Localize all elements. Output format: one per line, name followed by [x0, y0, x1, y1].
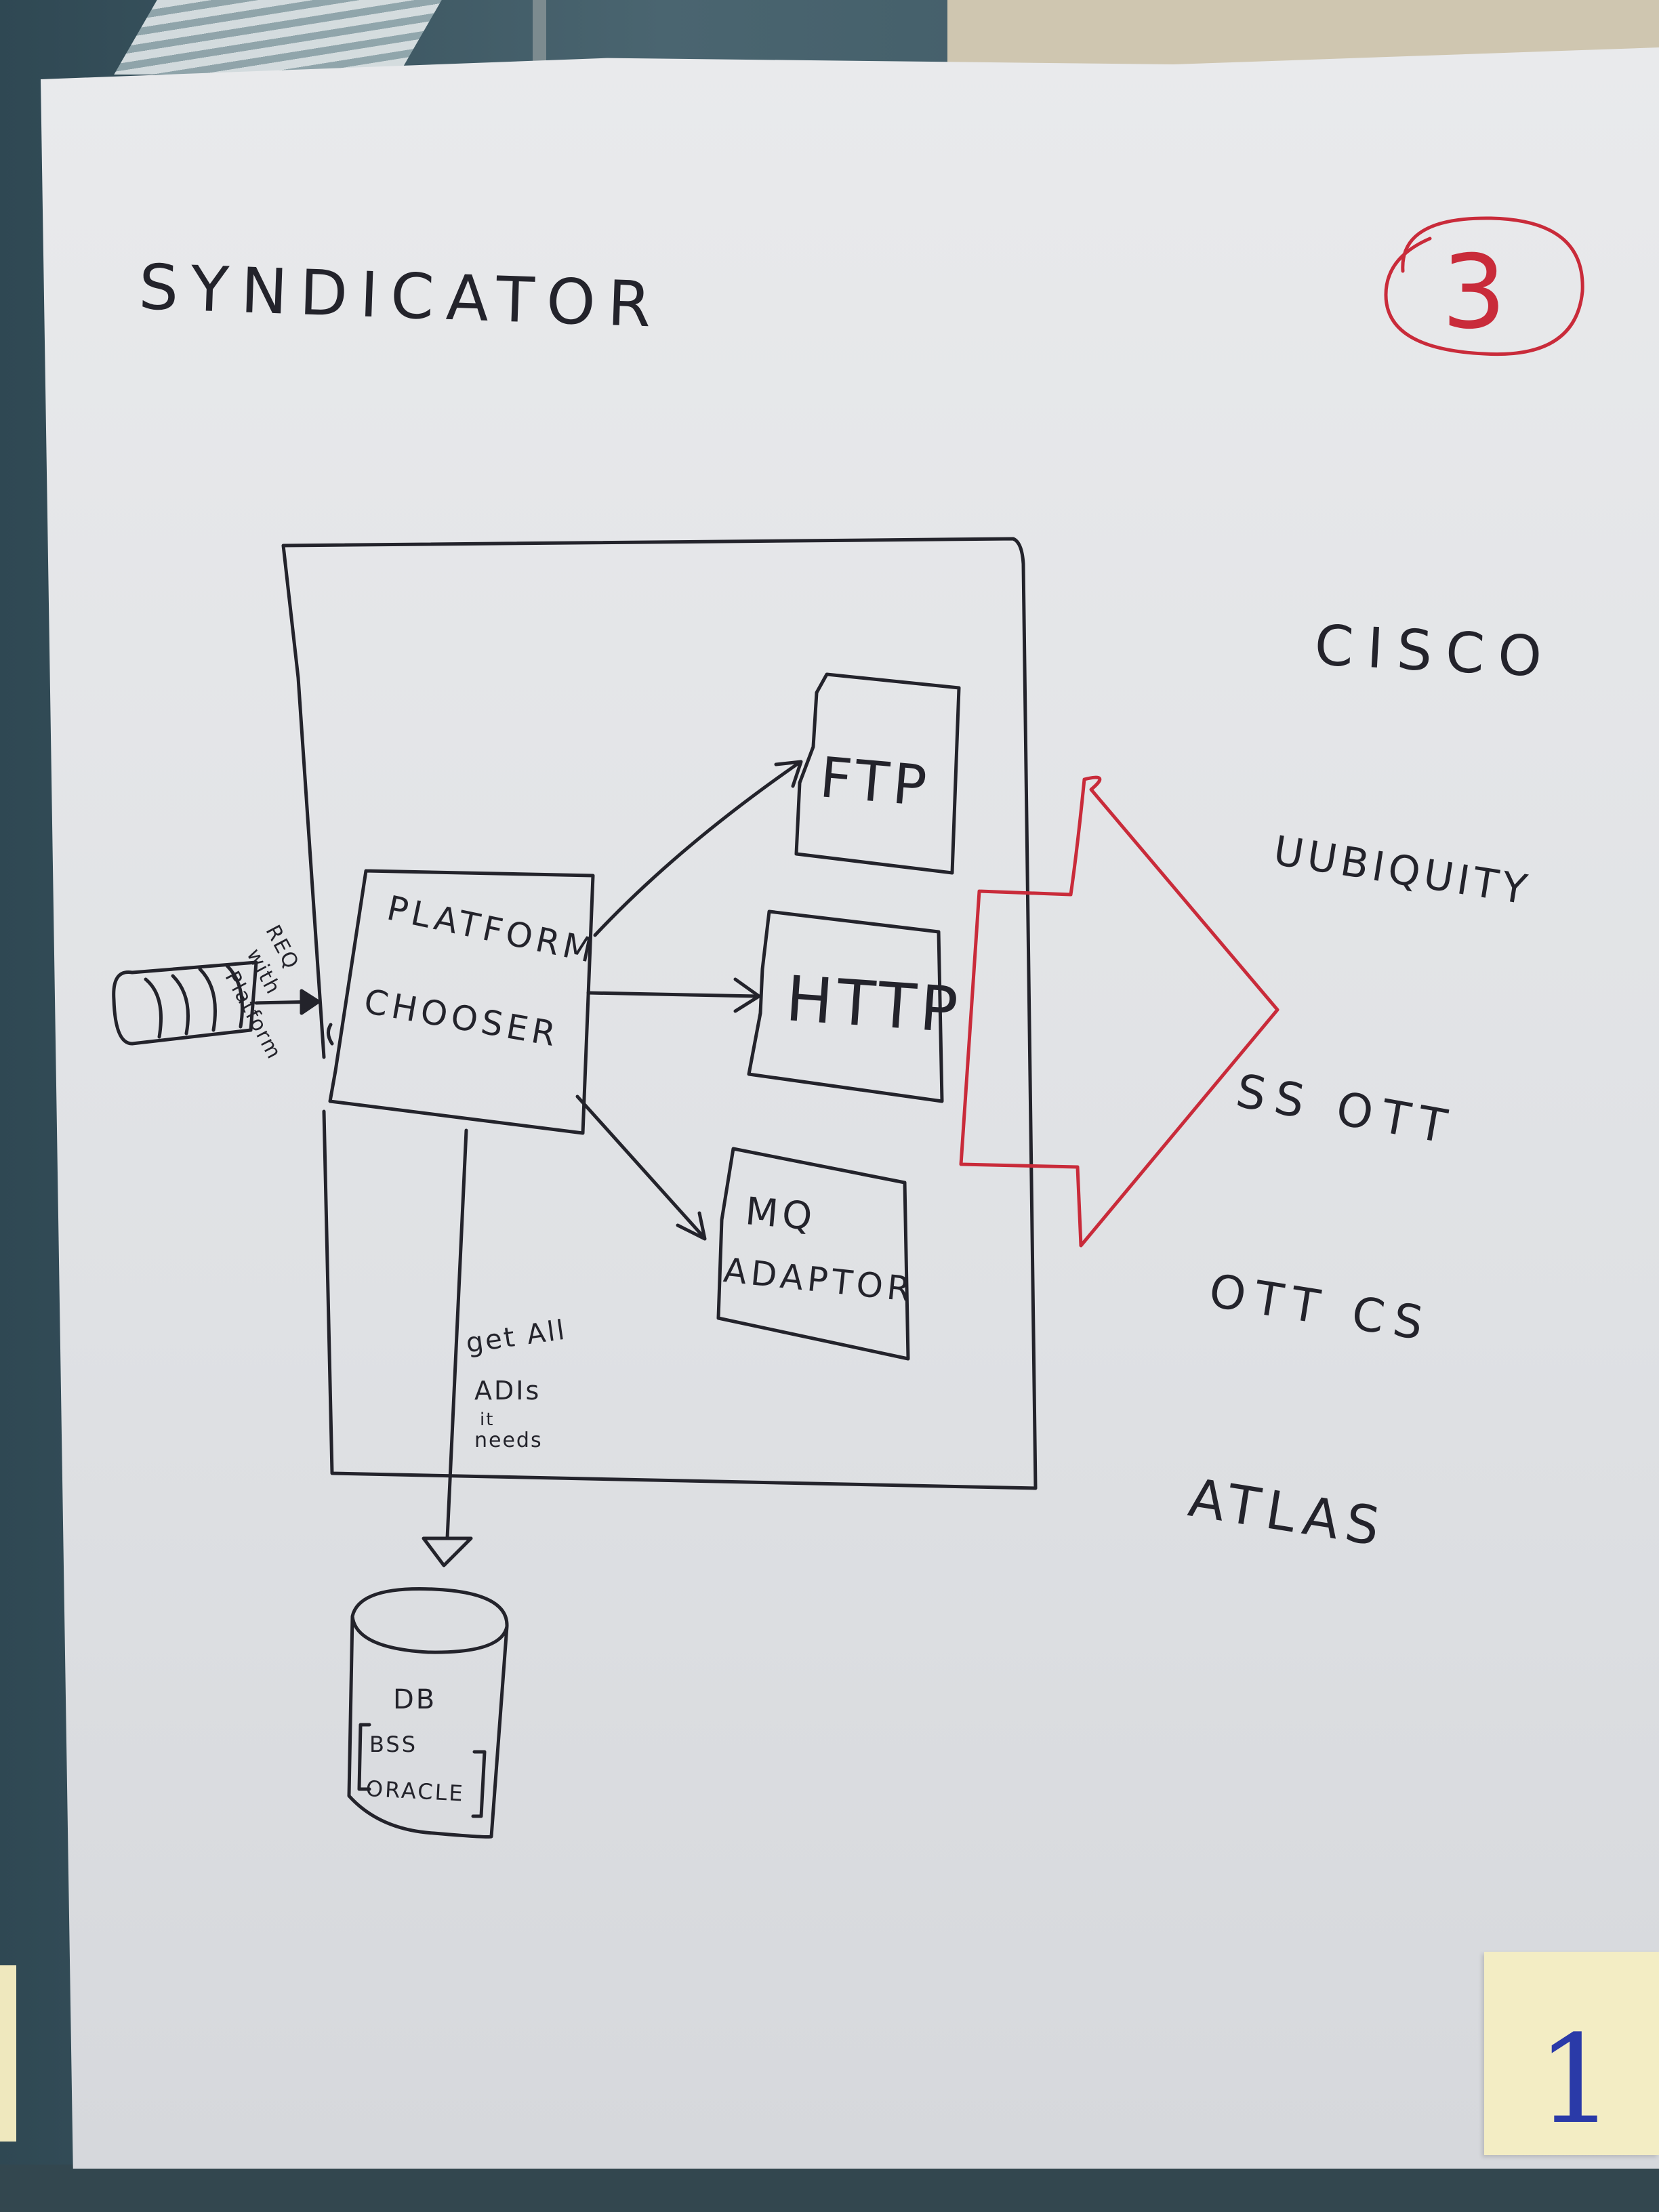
db-bss-label: BSS [369, 1732, 418, 1757]
page-number-circle [1384, 216, 1584, 356]
db-bracket-left [357, 1723, 371, 1791]
queue-connector [327, 1023, 334, 1046]
db-arrow-note-line3: it [480, 1410, 495, 1430]
sticky-note [1484, 1952, 1659, 2155]
flipchart-paper [41, 47, 1659, 2169]
arrow-to-db-head [422, 1536, 473, 1568]
queue-arrow-head [300, 989, 321, 1015]
target-cisco: CISCO [1313, 613, 1557, 691]
db-label: DB [393, 1684, 437, 1715]
ftp-box [794, 672, 961, 875]
db-oracle-label: ORACLE [365, 1776, 466, 1807]
queue-pipe [112, 960, 258, 1046]
arrow-to-db [445, 1128, 468, 1540]
floor-strip [0, 2165, 1659, 2212]
arrow-to-mq [575, 1094, 705, 1239]
sticky-note-number: 1 [1536, 2009, 1615, 2151]
big-red-arrow [959, 775, 1279, 1248]
ftp-label: FTP [817, 745, 933, 820]
page-number: 3 [1441, 234, 1507, 352]
arrow-to-ftp-head [774, 760, 803, 788]
syndicator-boundary [281, 537, 1038, 1490]
http-label: HTTP [783, 962, 964, 1047]
queue-slots [144, 964, 244, 1039]
mq-adaptor-label-line1: MQ [743, 1189, 818, 1240]
db-cylinder [347, 1587, 509, 1839]
db-arrow-note-line4: needs [474, 1429, 543, 1452]
http-box [747, 909, 944, 1103]
arrow-to-http-head [733, 977, 761, 1013]
arrow-to-mq-head [676, 1211, 707, 1241]
platform-chooser-box [328, 869, 595, 1135]
sticky-note-edge [0, 1965, 16, 2142]
arrow-to-http [586, 991, 760, 998]
mq-adaptor-box [716, 1147, 910, 1361]
arrow-to-ftp [593, 760, 802, 937]
mounting-pole [533, 0, 546, 75]
db-bracket-right [471, 1750, 487, 1818]
db-arrow-note-line2: ADIs [474, 1376, 541, 1406]
